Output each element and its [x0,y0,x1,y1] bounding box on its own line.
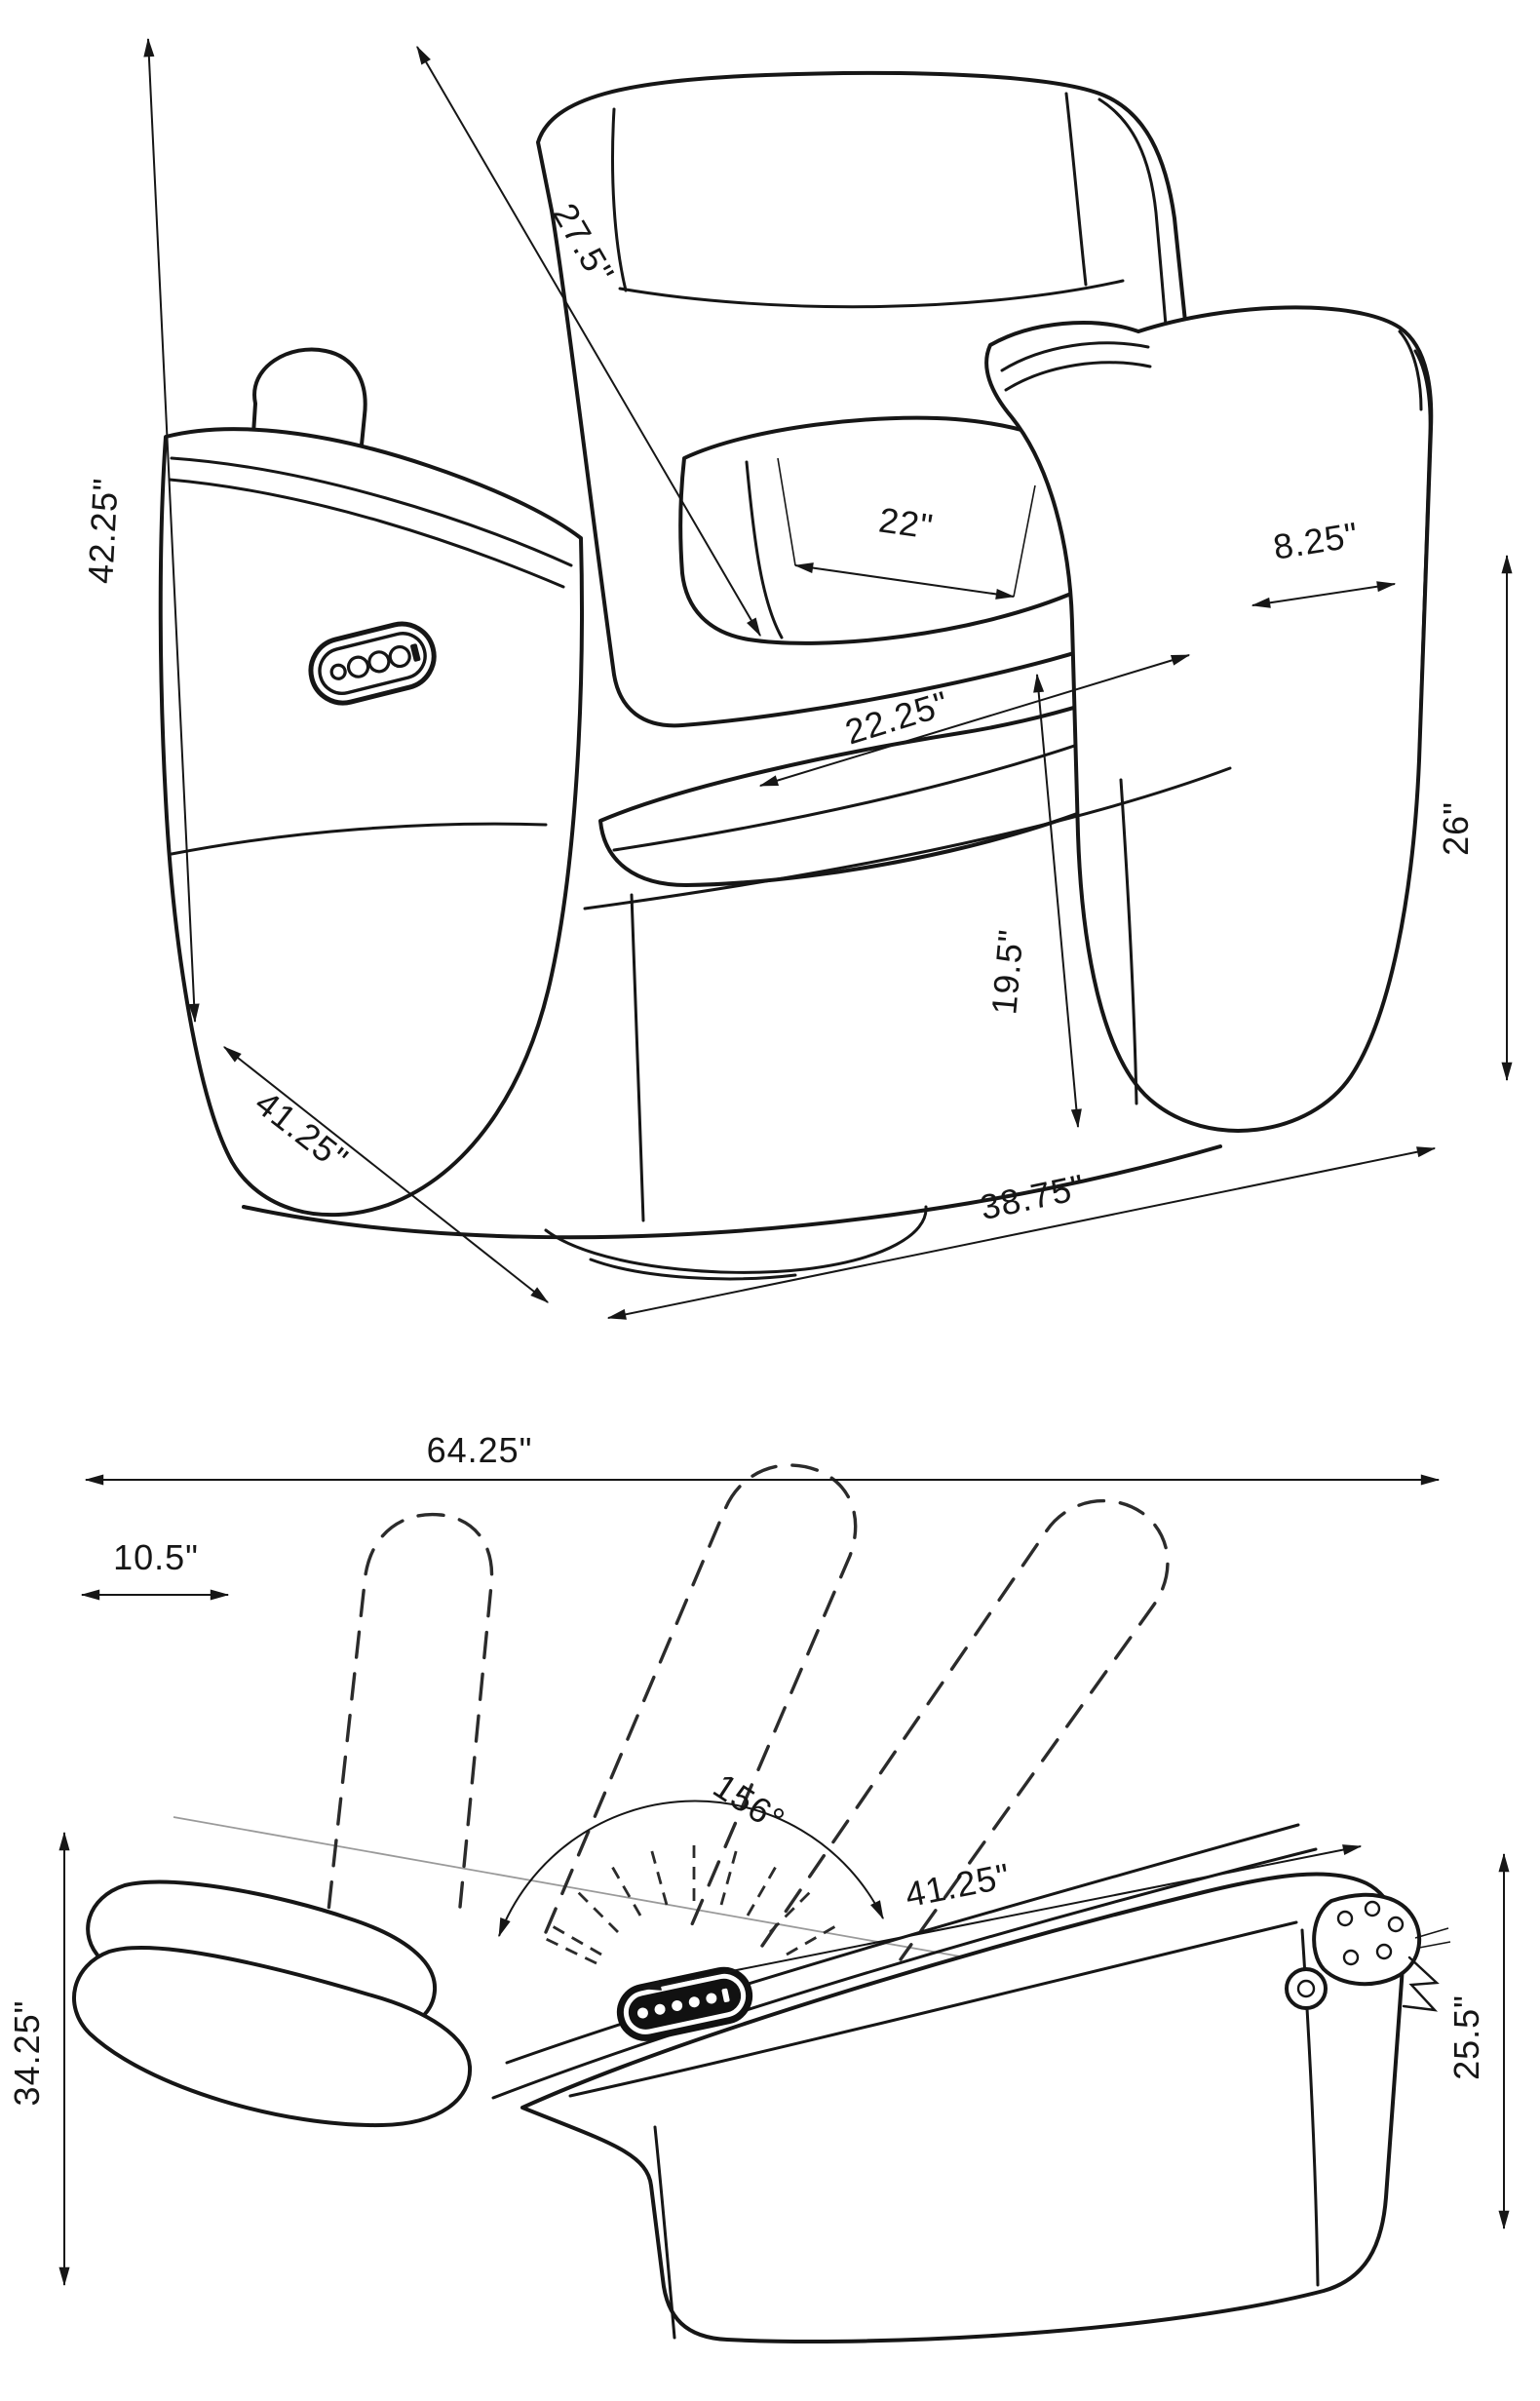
ext-line [777,457,796,566]
upright-arm-outer-line-1 [1413,349,1432,758]
ghost-back-positions [318,1463,1170,1993]
ghost-back-upright [318,1512,494,1993]
dim-seat-width: 22" [777,457,1036,600]
recline-angle-arc [498,1800,884,1938]
dim-overall-height: 42.25" [80,37,200,1024]
dim-label-base-width: 38.75" [977,1166,1089,1227]
upright-chair-drawing [158,70,1434,1281]
dim-reclined-height: 34.25" [7,1831,70,2287]
dim-wall-clearance: 10.5" [80,1537,230,1601]
upright-arm-outer-line-2 [1398,329,1423,411]
dim-label-arm-height: 26" [1436,801,1476,856]
dim-label-back-recline-length: 41.25" [902,1855,1014,1915]
dim-line-seat-width [793,562,1016,600]
dim-footrest-floor-height: 25.5" [1446,1852,1510,2230]
dim-reclined-length: 64.25" [84,1430,1441,1486]
upright-base-band [583,766,1232,910]
dim-seat-height: 19.5" [983,673,1082,1129]
reclined-front-seam [653,2125,676,2340]
hinge-pivot-icon [1285,1967,1328,2010]
dim-label-seat-height: 19.5" [983,927,1031,1016]
ext-line [1013,484,1036,598]
upright-left-side-panel [158,427,584,1218]
reclined-footrest-pad-lower [72,1946,473,2128]
dim-line-overall-height [143,37,200,1024]
upright-panel-seam [170,822,548,856]
dim-arm-height: 26" [1436,554,1513,1082]
dim-label-recline-angle: 156° [707,1765,792,1840]
dim-line-seat-depth [758,654,1191,787]
dim-line-back-length [416,45,761,638]
upright-base-seam-1 [630,893,645,1222]
dim-base-width: 38.75" [606,1146,1437,1320]
ghost-back-mid [544,1463,858,1940]
dim-line-seat-height [1033,673,1082,1129]
upright-arm-piping-2 [1004,361,1152,392]
upright-near-arm [984,305,1434,1133]
dim-line-base-width [606,1146,1437,1320]
dim-line-overall-depth [222,1046,550,1303]
dim-label-seat-width: 22" [876,499,936,546]
ghost-back-tilted [760,1498,1170,1961]
dim-label-reclined-height: 34.25" [7,2000,47,2107]
dim-label-wall-clearance: 10.5" [113,1537,199,1577]
reclined-chair-drawing [72,1463,1451,2343]
dim-label-overall-height: 42.25" [80,477,126,585]
dim-line-arm-top-width [1251,581,1397,608]
upright-headrest-right-seam [1064,92,1088,287]
power-control-panel-icon [308,621,437,706]
upright-arm-piping-1 [1000,341,1150,372]
dim-label-reclined-length: 64.25" [427,1430,533,1470]
upright-base-seam-2 [1119,778,1138,1105]
dim-line-back-recline-length [641,1844,1363,1991]
dim-label-footrest-floor-height: 25.5" [1446,1994,1486,2080]
